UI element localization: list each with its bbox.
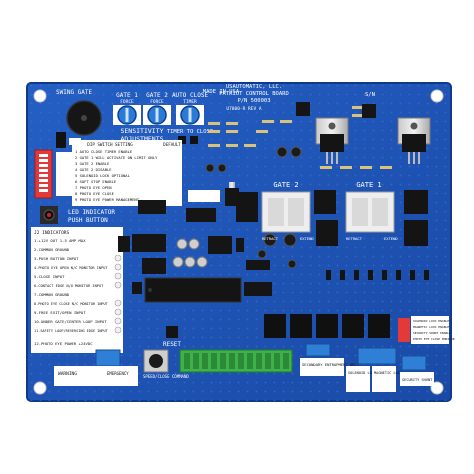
green-terminal-strip[interactable]	[179, 349, 293, 373]
security-label: SECURITY SHUNT	[402, 378, 433, 382]
gate2-title: GATE 2	[146, 92, 168, 99]
solenoid-label: SOLENOID LOCK	[348, 371, 377, 375]
timer-to-close-label: TIMER TO CLOSE	[167, 129, 213, 135]
swing-gate-label: SWING GATE	[56, 89, 93, 96]
option-row: SECURITY SHUNT ENABLE	[413, 331, 451, 335]
dip-row: 3 GATE 2 ENABLE	[75, 161, 110, 166]
j2-row: 6-CONTACT EDGE N/O MONITOR INPUT	[34, 284, 104, 288]
gate1-sub: FORCE	[120, 99, 134, 105]
j2-row: 2-COMMON GROUND	[34, 247, 70, 252]
j2-row: 3-PUSH BUTTON INPUT	[34, 256, 79, 261]
j2-row: 5-CLOSE INPUT	[34, 274, 65, 279]
voltage-regulator	[188, 190, 220, 202]
jumper-header	[56, 132, 66, 148]
retract-label: RETRACT	[346, 236, 363, 241]
reset-label: RESET	[163, 341, 181, 348]
j2-row: 4-PHOTO EYE OPEN N/C MONITOR INPUT	[34, 266, 108, 270]
j2-row: 8-PHOTO EYE CLOSE N/C MONITOR INPUT	[34, 302, 109, 306]
revision-label: U7000-R REV A	[226, 106, 262, 112]
ic-chip	[118, 236, 130, 252]
emergency-terminal[interactable]	[95, 349, 121, 367]
j2-row: 12-PHOTO EYE POWER +24VDC	[34, 341, 93, 346]
jumper-block[interactable]	[398, 318, 410, 342]
mounting-hole	[430, 89, 444, 103]
dip-row: 5 SOLENOID LOCK OPTIONAL	[75, 173, 131, 178]
j2-row: 10-UNDER GATE/CENTER LOOP INPUT	[34, 319, 107, 324]
j2-indicator-list: J2 INDICATORS 1-+12V OUT 1.5 AMP MAX 2-C…	[31, 227, 123, 353]
power-transistor	[397, 117, 431, 164]
gate1-relay-block	[345, 190, 428, 246]
auto-close-timer-knob[interactable]: AUTO CLOSE TIMER	[172, 92, 209, 125]
gate1-label: GATE 1	[356, 181, 381, 189]
open-close-label: SPEED/CLOSE COMMAND	[143, 374, 189, 379]
dip-row: 4 GATE 2 DISABLE	[75, 167, 112, 172]
dip-table-header: DIP SWITCH SETTING	[87, 142, 133, 147]
product-label: PATRIOT CONTROL BOARD	[219, 91, 289, 97]
ic-chip	[186, 208, 216, 222]
dip-switch-table: DIP SWITCH SETTING DEFAULT 1 AUTO CLOSE …	[72, 140, 182, 206]
lock-terminal[interactable]	[357, 347, 397, 365]
dip-row: 9 PHOTO EYE POWER MANAGEMENT	[75, 197, 140, 202]
power-transistor	[315, 117, 349, 164]
push-button-label: PUSH BUTTON	[68, 217, 108, 224]
status-led-column	[114, 254, 122, 334]
dip-row: 6 SOFT STOP ENABLE	[75, 179, 117, 184]
adjustments-label: ADJUSTMENTS	[120, 135, 163, 143]
autoclose-title: AUTO CLOSE	[172, 92, 209, 99]
capacitors	[172, 146, 302, 269]
gate2-relay-block	[236, 190, 338, 246]
ic-chip	[142, 258, 166, 274]
dip-row: 7 PHOTO EYE OPEN	[75, 185, 112, 190]
dip-row: 1 AUTO CLOSE TIMER ENABLE	[75, 149, 133, 154]
made-in-label: MADE IN USA	[203, 89, 240, 95]
j2-row: 1-+12V OUT 1.5 AMP MAX	[34, 238, 86, 243]
option-row: SOLENOID LOCK ENABLE	[413, 319, 449, 323]
reset-button[interactable]	[166, 326, 178, 338]
mag-lock-label: MAGNETIC LOCK	[374, 371, 403, 375]
microcontroller	[144, 277, 242, 303]
extend-label: EXTEND	[300, 236, 314, 241]
gate1-title: GATE 1	[116, 92, 138, 99]
extend-label: EXTEND	[384, 236, 398, 241]
option-row: PHOTO EYE CLOSE MONITOR	[413, 337, 455, 341]
mounting-hole	[33, 381, 47, 395]
gate2-label: GATE 2	[273, 181, 298, 189]
open-close-push-button[interactable]	[143, 349, 169, 373]
led-push-button[interactable]	[40, 206, 58, 224]
mounting-hole	[33, 89, 47, 103]
j2-row: 9-FREE EXIT/OPEN INPUT	[34, 310, 86, 315]
j2-row: 11-SAFETY LOOP/REVERSING EDGE INPUT	[34, 329, 109, 333]
gate1-force-knob[interactable]: GATE 1 FORCE	[113, 92, 141, 125]
sensitivity-label: SENSITIVITY	[120, 127, 163, 135]
retract-label: RETRACT	[262, 236, 279, 241]
led-indicator-label: LED INDICATOR	[68, 209, 115, 216]
dip-table-default: DEFAULT	[163, 142, 181, 147]
dip-row: 2 GATE 1 WILL ACTIVATE ON LIMIT ONLY	[75, 155, 158, 160]
warning-label: WARNING	[58, 371, 77, 377]
security-terminal[interactable]	[401, 355, 427, 371]
secondary-terminal[interactable]	[305, 343, 331, 357]
option-row: MAGNETIC LOCK ENABLE	[413, 325, 449, 329]
serial-label: S/N	[365, 92, 375, 98]
ic-chip	[132, 234, 166, 252]
gate2-sub: FORCE	[150, 99, 164, 105]
diode-row	[326, 270, 429, 280]
emergency-label: EMERGENCY	[107, 371, 129, 376]
part-number-label: P/N 500003	[237, 98, 270, 104]
output-relays	[264, 314, 390, 338]
ic-chip	[244, 282, 272, 296]
dip-row: 8 PHOTO EYE CLOSE	[75, 191, 115, 196]
resistors	[208, 106, 392, 169]
autoclose-sub: TIMER	[183, 99, 197, 105]
ic-chip	[138, 200, 166, 214]
right-options-list: SOLENOID LOCK ENABLE MAGNETIC LOCK ENABL…	[411, 316, 455, 344]
maker-label: USAUTOMATIC, LLC.	[226, 84, 282, 90]
j2-row: 7-COMMON GROUND	[34, 292, 70, 297]
j2-header: J2 INDICATORS	[34, 230, 70, 236]
secondary-label: SECONDARY ENTRAPMENT ONLY	[302, 362, 360, 367]
gate2-force-knob[interactable]: GATE 2 FORCE	[143, 92, 171, 125]
